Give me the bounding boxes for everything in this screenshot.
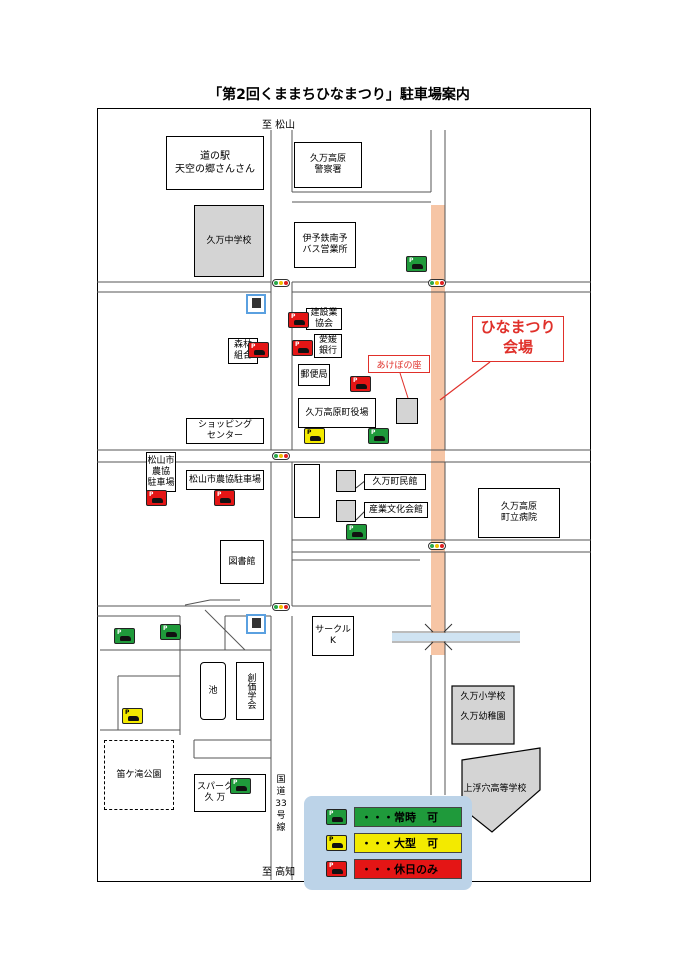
parking-green-icon: P	[406, 256, 427, 272]
main-street	[431, 205, 445, 655]
library-building: 図書館	[220, 540, 264, 584]
parking-red-icon: P	[350, 376, 371, 392]
kominkan-shape	[336, 470, 356, 492]
ehime-bank-building: 愛媛 銀行	[314, 334, 342, 358]
kominkan-building: 久万町民館	[364, 474, 426, 490]
parking-red-icon: P	[292, 340, 313, 356]
parking-green-icon: P	[326, 809, 347, 825]
sangyo-building: 産業文化会館	[364, 502, 428, 518]
grid-block-1	[294, 464, 320, 518]
iyotetsu-building: 伊予鉄南予 バス営業所	[294, 222, 356, 268]
parking-red-icon: P	[248, 342, 269, 358]
venue-building	[396, 398, 418, 424]
legend-row-large: P ・・・大型 可	[322, 832, 462, 854]
nokyo-lot-building: 松山市農協駐車場	[186, 470, 264, 490]
elementary-school-label: 久万小学校	[460, 692, 506, 702]
gas-station-icon	[246, 294, 266, 314]
kensetsu-building: 建設業 協会	[306, 308, 342, 330]
parking-yellow-icon: P	[122, 708, 143, 724]
parking-green-icon: P	[114, 628, 135, 644]
parking-green-icon: P	[346, 524, 367, 540]
circle-k-building: サークルK	[312, 616, 354, 656]
south-direction-label: 至 高知	[262, 867, 296, 878]
pond: 池	[200, 662, 226, 720]
junior-high-building: 久万中学校	[194, 205, 264, 277]
traffic-signal-icon	[272, 603, 290, 611]
fuegataki-park: 笛ケ滝公園	[104, 740, 174, 810]
nokyo-lot-sign: 松山市 農協 駐車場	[146, 452, 176, 492]
parking-green-icon: P	[230, 778, 251, 794]
akebono-za-label: あけぼの座	[368, 355, 430, 373]
gas-station-icon	[246, 614, 266, 634]
parking-green-icon: P	[368, 428, 389, 444]
parking-green-icon: P	[160, 624, 181, 640]
legend-large-label: ・・・大型 可	[354, 833, 462, 853]
police-building: 久万高原 警察署	[294, 142, 362, 188]
town-hall-building: 久万高原町役場	[298, 398, 376, 428]
shopping-center-building: ショッピング センター	[186, 418, 264, 444]
sangyo-shape	[336, 500, 356, 522]
parking-legend: P ・・・常時 可 P ・・・大型 可 P ・・・休日のみ	[304, 796, 472, 890]
legend-always-label: ・・・常時 可	[354, 807, 462, 827]
legend-row-holiday: P ・・・休日のみ	[322, 858, 462, 880]
traffic-signal-icon	[428, 279, 446, 287]
page-title: 「第2回くままちひなまつり」駐車場案内	[208, 87, 470, 103]
hospital-building: 久万高原 町立病院	[478, 488, 560, 538]
traffic-signal-icon	[272, 279, 290, 287]
legend-holiday-label: ・・・休日のみ	[354, 859, 462, 879]
venue-callout: ひなまつり 会場	[472, 316, 564, 362]
parking-red-icon: P	[288, 312, 309, 328]
route-33-label: 国道33号線	[275, 775, 287, 833]
michinoeki-building: 道の駅 天空の郷さんさん	[166, 136, 264, 190]
traffic-signal-icon	[428, 542, 446, 550]
high-school-label: 上浮穴高等学校	[463, 784, 527, 794]
parking-yellow-icon: P	[304, 428, 325, 444]
traffic-signal-icon	[272, 452, 290, 460]
kindergarten-label: 久万幼稚園	[460, 712, 506, 722]
post-office-building: 郵便局	[298, 364, 330, 386]
sokagakkai-building: 創価学会	[236, 662, 264, 720]
legend-row-always: P ・・・常時 可	[322, 806, 462, 828]
north-direction-label: 至 松山	[262, 120, 296, 131]
parking-yellow-icon: P	[326, 835, 347, 851]
parking-red-icon: P	[326, 861, 347, 877]
parking-red-icon: P	[146, 490, 167, 506]
parking-red-icon: P	[214, 490, 235, 506]
